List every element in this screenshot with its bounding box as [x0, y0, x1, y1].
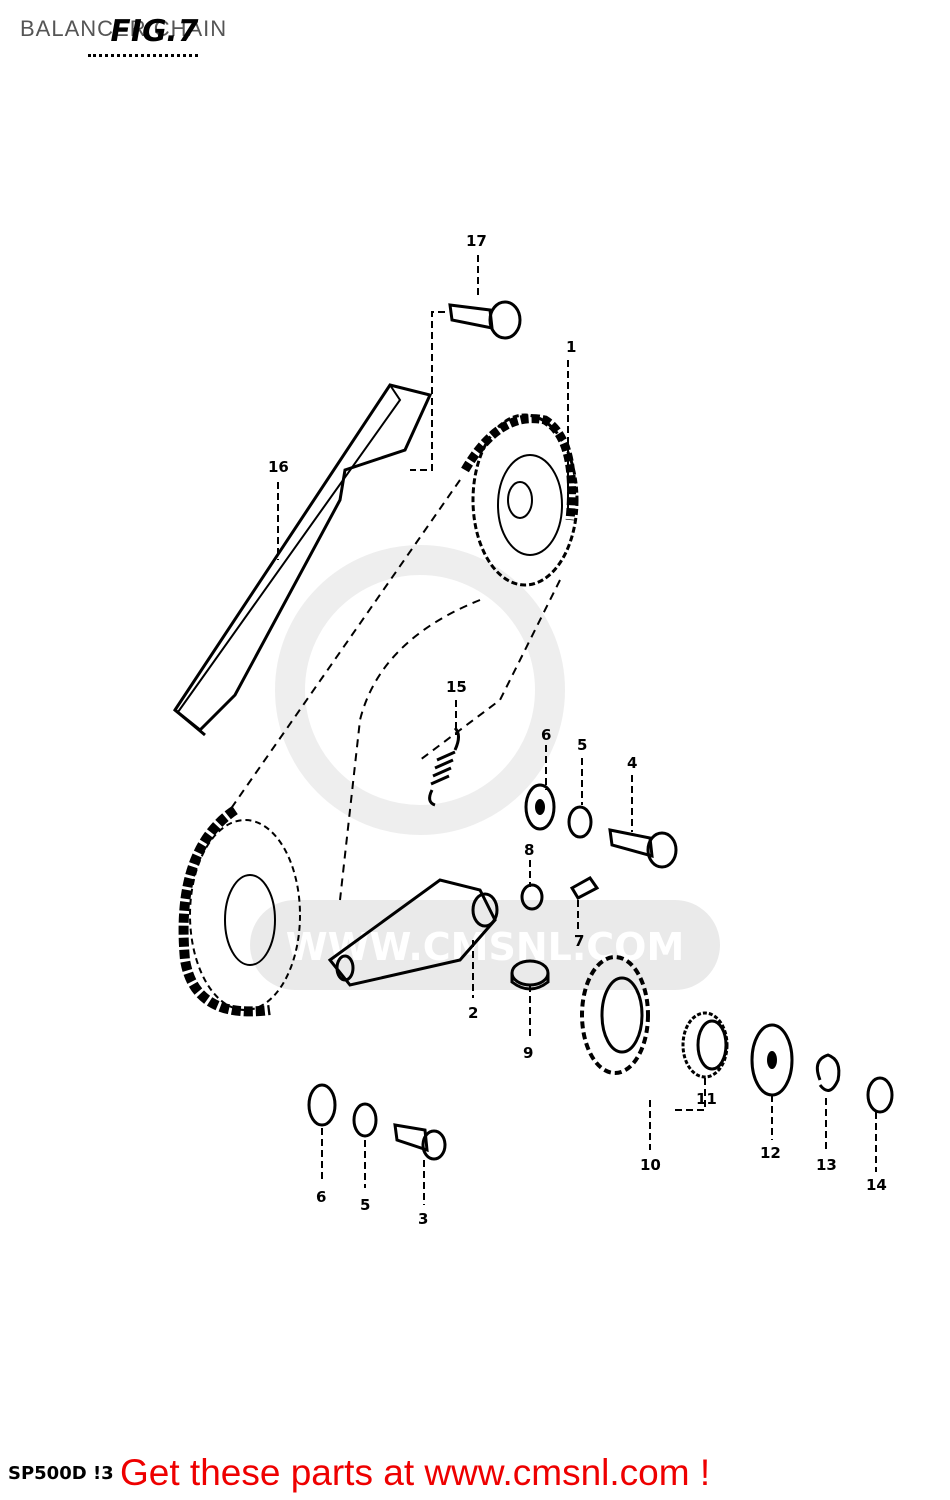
callout-17: 17 — [466, 232, 487, 250]
watermark: WWW.CMSNL.COM — [250, 545, 720, 990]
lock-washer-lower — [352, 1102, 378, 1138]
callout-8: 8 — [524, 841, 534, 859]
callout-16: 16 — [268, 458, 289, 476]
figure-underline — [88, 54, 198, 60]
callout-3: 3 — [418, 1210, 428, 1228]
callout-4: 4 — [627, 754, 637, 772]
callout-11: 11 — [696, 1090, 717, 1108]
parts-diagram: WWW.CMSNL.COM — [172, 232, 894, 1228]
upper-sprocket — [461, 413, 579, 587]
thrust-washer-hole — [767, 1051, 777, 1069]
callout-14: 14 — [866, 1176, 887, 1194]
washer-upper-hole — [535, 799, 545, 815]
diagram-code: SP500D !3 — [8, 1463, 114, 1484]
callout-12: 12 — [760, 1144, 781, 1162]
chain-guide — [172, 383, 433, 737]
callout-5-lower: 5 — [360, 1196, 370, 1214]
callout-10: 10 — [640, 1156, 661, 1174]
end-nut — [866, 1076, 894, 1114]
callout-6-upper: 6 — [541, 726, 551, 744]
callout-7: 7 — [574, 932, 584, 950]
lock-washer-upper — [567, 805, 593, 839]
idler-sprocket — [580, 955, 650, 1075]
washer-lower — [307, 1083, 337, 1127]
spring — [428, 726, 460, 807]
parts-link[interactable]: Get these parts at www.cmsnl.com ! — [120, 1452, 711, 1493]
callout-15: 15 — [446, 678, 467, 696]
bolt-upper — [608, 828, 678, 869]
washer-upper — [524, 783, 556, 831]
callout-5-upper: 5 — [577, 736, 587, 754]
nut — [520, 883, 544, 911]
callout-2: 2 — [468, 1004, 478, 1022]
callout-13: 13 — [816, 1156, 837, 1174]
pin — [569, 876, 600, 900]
callout-9: 9 — [523, 1044, 533, 1062]
bolt-top — [448, 300, 522, 340]
callouts: 1 2 3 4 5 5 6 6 7 8 9 10 11 12 13 14 15 … — [268, 232, 887, 1228]
leader-lines — [277, 255, 877, 1205]
bolt-lower — [393, 1123, 447, 1161]
chain-tensioner — [327, 878, 499, 987]
circlip — [815, 1053, 841, 1092]
page-title: BALANCER CHAIN — [20, 16, 228, 41]
bearing — [681, 1011, 729, 1079]
chain-run — [229, 479, 561, 901]
lower-sprocket — [178, 805, 301, 1017]
callout-6-lower: 6 — [316, 1188, 326, 1206]
callout-1: 1 — [566, 338, 576, 356]
